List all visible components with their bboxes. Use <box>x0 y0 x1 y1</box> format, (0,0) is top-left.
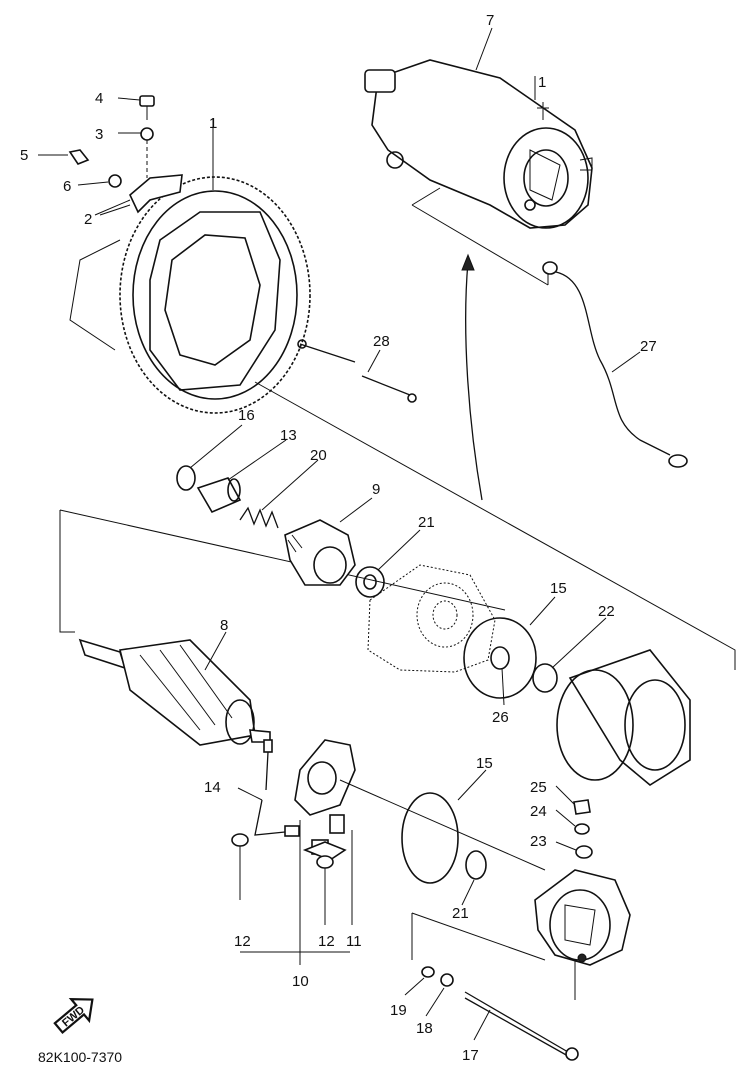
starter-motor-assembly <box>364 59 593 229</box>
assembly-bracket-lines <box>411 76 549 286</box>
callout-c25: 25 <box>530 779 547 796</box>
pinion-gear <box>284 519 356 586</box>
part-code: 82K100-7370 <box>38 1049 122 1065</box>
callout-c20: 20 <box>310 447 327 464</box>
callout-c7: 7 <box>486 12 494 29</box>
bottom-leaders <box>239 820 353 965</box>
callout-c19: 19 <box>390 1002 407 1019</box>
starter-clutch-gear <box>69 176 311 414</box>
callout-c4: 4 <box>95 90 103 107</box>
callout-c2: 2 <box>84 211 92 228</box>
callout-c13: 13 <box>280 427 297 444</box>
callout-c6: 6 <box>63 178 71 195</box>
callout-c14: 14 <box>204 779 221 796</box>
washer <box>355 566 385 598</box>
front-cover <box>367 564 496 673</box>
washer-19 <box>421 966 435 978</box>
assembly-outline <box>59 381 736 871</box>
callout-c11: 11 <box>346 933 362 950</box>
callout-c28: 28 <box>373 333 390 350</box>
callout-c24: 24 <box>530 803 547 820</box>
callout-c12b: 12 <box>318 933 335 950</box>
brush-plate <box>294 739 356 861</box>
callout-c26: 26 <box>492 709 509 726</box>
oil-seal <box>490 646 510 670</box>
callout-c16: 16 <box>238 407 255 424</box>
collar <box>196 477 242 514</box>
nut-25 <box>573 799 591 815</box>
through-bolt <box>464 991 569 1053</box>
callout-c21a: 21 <box>418 514 435 531</box>
yoke-housing <box>556 649 691 786</box>
rear-cover <box>534 869 631 966</box>
nut-12-right <box>316 855 334 869</box>
callout-c3: 3 <box>95 126 103 143</box>
callout-c1b: 1 <box>538 74 546 91</box>
fwd-arrow-icon: FWD <box>53 997 94 1035</box>
callout-c12a: 12 <box>234 933 251 950</box>
spring <box>239 506 279 529</box>
assembly-arrow <box>465 261 483 501</box>
callout-c9: 9 <box>372 481 380 498</box>
brush-wire <box>254 751 286 836</box>
circlip <box>176 465 196 491</box>
lead-wire <box>297 339 417 403</box>
leader-lines <box>38 27 641 1041</box>
starter-cable <box>542 261 688 468</box>
callout-c15a: 15 <box>550 580 567 597</box>
callout-c27: 27 <box>640 338 657 355</box>
washer-24 <box>574 823 590 835</box>
lower-bracket-lines <box>411 912 576 1000</box>
callout-c18: 18 <box>416 1020 433 1037</box>
callout-c21b: 21 <box>452 905 469 922</box>
callout-c22: 22 <box>598 603 615 620</box>
o-ring-lower <box>401 792 459 884</box>
nut-12-left <box>231 833 249 847</box>
callout-c10: 10 <box>292 973 309 990</box>
callout-c23: 23 <box>530 833 547 850</box>
callout-c17: 17 <box>462 1047 479 1064</box>
washer-22 <box>532 663 558 693</box>
callout-c15b: 15 <box>476 755 493 772</box>
armature <box>78 638 271 746</box>
o-ring <box>463 617 537 699</box>
callout-c1a: 1 <box>209 115 217 132</box>
washer-18 <box>440 973 454 987</box>
bracket-hardware <box>68 95 183 214</box>
washer-23 <box>575 845 593 859</box>
washer-21-lower <box>465 850 487 880</box>
callout-c5: 5 <box>20 147 28 164</box>
callout-c8: 8 <box>220 617 228 634</box>
